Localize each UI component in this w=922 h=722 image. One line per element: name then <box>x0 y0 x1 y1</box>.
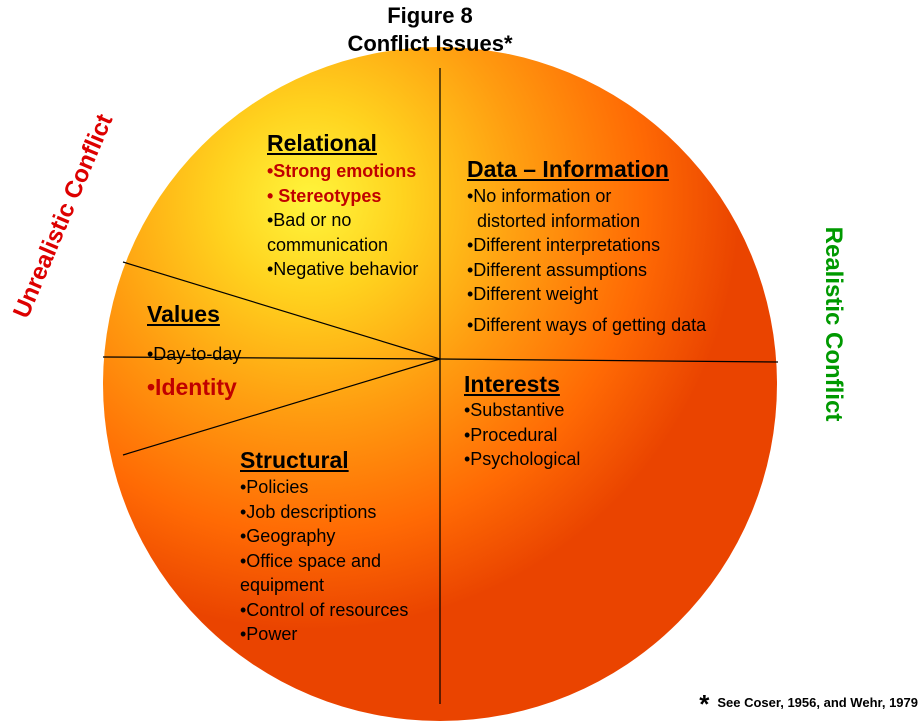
interests-item: •Substantive <box>464 400 565 420</box>
relational-section: Relational •Strong emotions • Stereotype… <box>267 130 443 282</box>
structural-section: Structural •Policies •Job descriptions •… <box>240 447 440 647</box>
interests-item: •Psychological <box>464 449 581 469</box>
data-information-item: •Different assumptions <box>467 259 648 280</box>
data-information-section: Data – Information •No information or di… <box>467 156 767 337</box>
relational-item: •Negative behavior <box>267 259 419 279</box>
horizontal-divider-left <box>102 356 441 360</box>
data-information-item: distorted information <box>467 210 641 231</box>
structural-item: •Office space and <box>240 550 382 571</box>
data-information-item: •No information or <box>467 186 612 206</box>
values-item-identity: •Identity <box>147 373 237 400</box>
data-information-title: Data – Information <box>467 156 669 182</box>
figure-title: Figure 8 Conflict Issues* <box>0 2 860 58</box>
interests-title: Interests <box>464 371 560 397</box>
structural-item: •Policies <box>240 477 309 497</box>
data-information-item: •Different ways of getting data <box>467 314 707 335</box>
structural-item: •Job descriptions <box>240 501 377 522</box>
figure-subtitle: Conflict Issues* <box>347 31 513 56</box>
figure-number: Figure 8 <box>387 3 473 28</box>
values-item: •Day-to-day <box>147 344 242 364</box>
structural-title: Structural <box>240 447 349 473</box>
structural-item: equipment <box>240 575 325 595</box>
relational-item: •Bad or no <box>267 210 352 230</box>
interests-section: Interests •Substantive •Procedural •Psyc… <box>464 371 664 472</box>
footnote-text: See Coser, 1956, and Wehr, 1979 <box>717 695 918 710</box>
footnote-star: * <box>699 689 710 719</box>
relational-item: •Strong emotions <box>267 161 417 181</box>
relational-item: communication <box>267 234 389 255</box>
data-information-item: •Different interpretations <box>467 235 661 255</box>
interests-item: •Procedural <box>464 424 558 445</box>
realistic-conflict-label: Realistic Conflict <box>820 226 847 422</box>
data-information-item: •Different weight <box>467 284 599 304</box>
relational-title: Relational <box>267 130 377 156</box>
horizontal-divider-right <box>439 358 779 363</box>
values-upper-divider <box>122 261 441 360</box>
relational-item: • Stereotypes <box>267 185 382 206</box>
values-section: Values •Day-to-day •Identity <box>147 301 287 399</box>
structural-item: •Control of resources <box>240 599 409 620</box>
values-lower-divider <box>122 358 441 456</box>
structural-item: •Power <box>240 624 298 644</box>
structural-item: •Geography <box>240 526 336 546</box>
values-title: Values <box>147 301 220 327</box>
footnote: * See Coser, 1956, and Wehr, 1979 <box>699 689 918 720</box>
